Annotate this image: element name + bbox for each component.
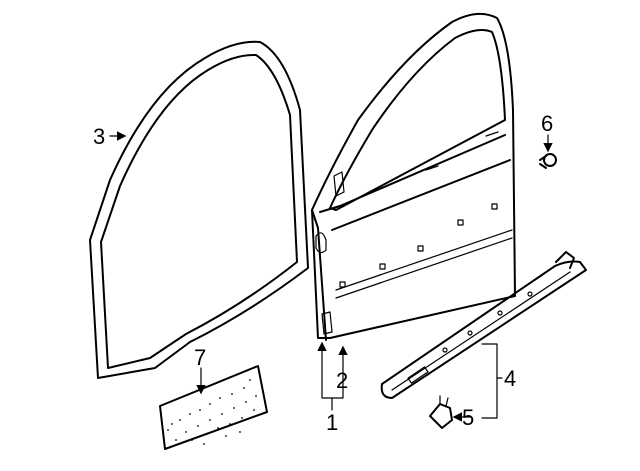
callout-4: 4 — [504, 366, 516, 391]
door-plug — [539, 153, 557, 169]
callout-1: 1 — [326, 410, 338, 435]
moulding-clip — [429, 395, 453, 429]
callout-6: 6 — [541, 111, 553, 136]
hinge-pockets — [315, 171, 345, 335]
front-door-shell — [311, 12, 516, 341]
weatherstrip-seal — [89, 40, 309, 379]
moulding-clips — [339, 203, 498, 288]
rocker-moulding — [380, 251, 587, 399]
leader-4-bracket — [481, 343, 498, 419]
callout-2: 2 — [336, 368, 348, 393]
pad-texture — [167, 379, 257, 445]
callout-5: 5 — [462, 405, 474, 430]
callout-3: 3 — [93, 124, 105, 149]
sound-deadener-pad — [159, 365, 268, 450]
callout-7: 7 — [194, 345, 206, 370]
